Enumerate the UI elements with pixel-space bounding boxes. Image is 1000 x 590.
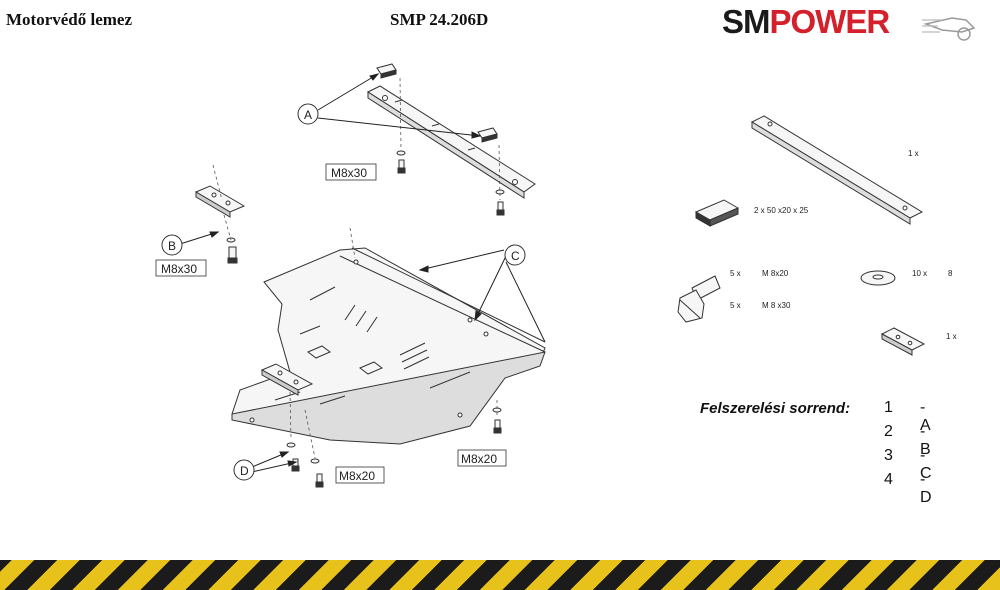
model-code: SMP 24.206D <box>390 10 489 29</box>
parts-washer-size: 8 <box>948 269 953 278</box>
motorbike-logo-icon <box>922 17 976 41</box>
spacer-a-top <box>376 63 397 79</box>
parts-bar <box>750 115 924 225</box>
parts-bolt2-qty: 5 x <box>730 301 741 310</box>
parts-bracket-qty: 1 x <box>946 332 957 341</box>
callout-c-circle <box>504 244 526 266</box>
bolt-label-bottom: M8x20 <box>339 469 375 483</box>
bolt-label-right: M8x20 <box>461 452 497 466</box>
assembly-diagram: A B C D M8x30 M8x30 M8x20 M8x20 <box>155 63 957 488</box>
order-number: 1 <box>884 399 893 416</box>
installation-order-title: Felszerelési sorrend: <box>700 400 851 417</box>
smpower-logo: SMPOWER <box>722 2 982 46</box>
bottom-bracket <box>260 363 314 396</box>
parts-washer-qty: 10 x <box>912 269 927 278</box>
main-skid-plate <box>231 247 546 445</box>
parts-bolt2-size: M 8 x30 <box>762 301 791 310</box>
order-letter: - B <box>920 423 931 458</box>
right-bolt <box>492 407 502 434</box>
callout-a-circle <box>297 103 319 125</box>
callout-d-label: D <box>240 464 249 478</box>
parts-bolt1-qty: 5 x <box>730 269 741 278</box>
bolt-label-left: M8x30 <box>161 262 197 276</box>
parts-bar-qty: 1 x <box>908 149 919 158</box>
callout-b-circle <box>161 234 183 256</box>
logo-power-text: POWER <box>769 3 891 40</box>
hazard-stripe-footer <box>0 560 1000 590</box>
top-bolt-left <box>396 150 406 174</box>
bottom-bolts <box>286 442 324 488</box>
bolt-label-top: M8x30 <box>331 166 367 180</box>
callout-c-label: C <box>511 249 520 263</box>
order-letter: - D <box>920 471 932 506</box>
spacer-a-middle <box>477 127 498 143</box>
logo-sm-text: SM <box>722 3 770 40</box>
parts-bracket <box>880 327 926 356</box>
order-number: 4 <box>884 471 893 488</box>
parts-bolt <box>677 275 721 323</box>
top-mounting-bar <box>366 85 536 199</box>
left-bolt <box>226 237 238 264</box>
parts-washer <box>860 270 896 286</box>
product-title: Motorvédő lemez <box>6 10 133 29</box>
left-bracket <box>194 185 246 218</box>
order-letter: - A <box>920 399 931 434</box>
callout-b-label: B <box>168 239 176 253</box>
order-number: 2 <box>884 423 893 440</box>
parts-bolt1-size: M 8x20 <box>762 269 789 278</box>
parts-spacer <box>694 199 740 227</box>
parts-spacer-size: 2 x 50 x20 x 25 <box>754 206 809 215</box>
top-bolt-right <box>495 189 505 216</box>
order-number: 3 <box>884 447 893 464</box>
callout-d-circle <box>233 459 255 481</box>
order-letter: - C <box>920 447 932 482</box>
callout-a-label: A <box>304 108 312 122</box>
